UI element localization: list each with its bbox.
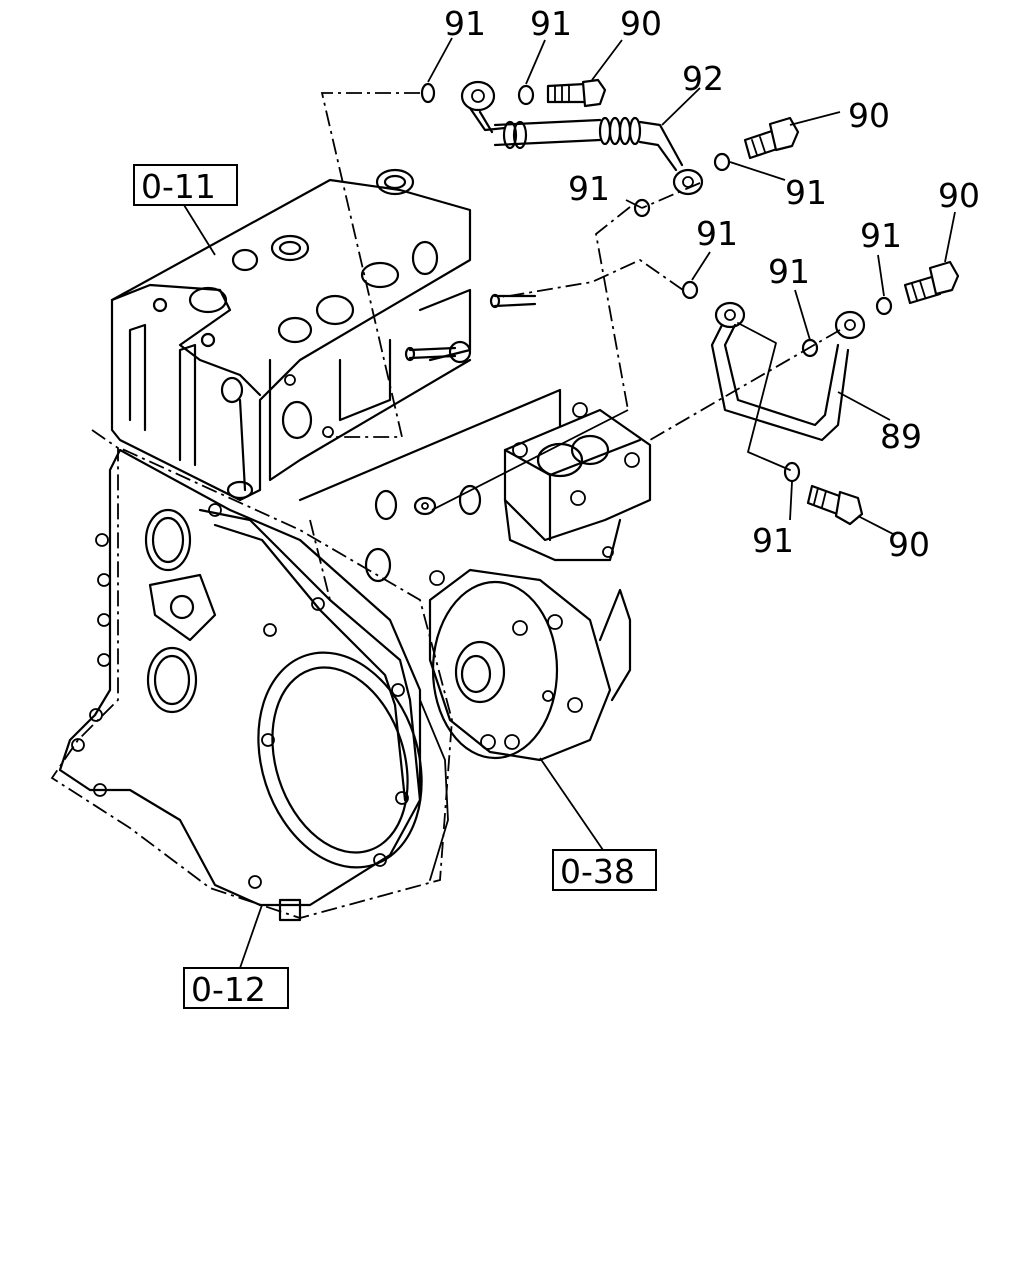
ref-label-0-12: 0-12	[191, 970, 266, 1009]
washers-91	[420, 82, 893, 483]
ref-box-0-11	[133, 164, 238, 206]
oil-pipe-89	[710, 301, 866, 442]
callout-89-pipe: 89	[880, 417, 922, 456]
callout-90-bolt: 90	[848, 96, 890, 135]
callout-90-bolt: 90	[938, 176, 980, 215]
ref-box-0-38	[552, 849, 657, 891]
ref-label-0-38: 0-38	[560, 852, 635, 891]
oil-pipe-92	[460, 80, 704, 196]
cylinder-head	[110, 168, 537, 502]
callout-90-bolt: 90	[620, 4, 662, 43]
callout-91-washer: 91	[696, 214, 738, 253]
ref-box-0-12	[183, 967, 289, 1009]
leader-lines	[183, 37, 956, 969]
timing-gear-case	[50, 429, 453, 922]
assembly-lines	[320, 92, 841, 511]
callout-91-washer: 91	[568, 169, 610, 208]
callout-labels: 91 91 90 92 90 91 91 90 91 91 91 89 91 9…	[444, 4, 980, 564]
reference-boxes: 0-11 0-38 0-12	[133, 164, 657, 1009]
callout-91-washer: 91	[530, 4, 572, 43]
vacuum-pump-assembly	[428, 402, 652, 762]
callout-91-washer: 91	[444, 4, 486, 43]
ref-label-0-11: 0-11	[141, 167, 216, 206]
callout-90-bolt: 90	[888, 525, 930, 564]
callout-91-washer: 91	[768, 252, 810, 291]
callout-92-pipe: 92	[682, 59, 724, 98]
callout-91-washer: 91	[785, 173, 827, 212]
bolts-90	[546, 78, 960, 526]
callout-91-washer: 91	[860, 216, 902, 255]
callout-91-washer: 91	[752, 521, 794, 560]
